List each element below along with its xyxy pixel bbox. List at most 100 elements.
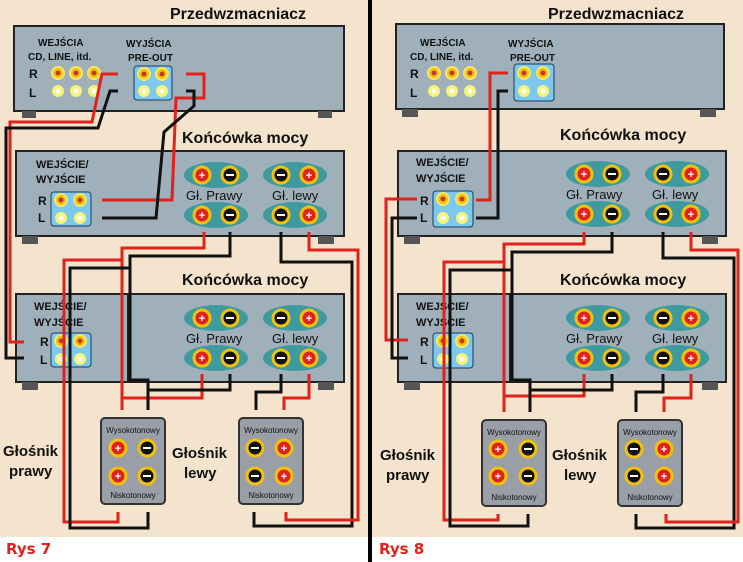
preamp-title: Przedwzmacniacz xyxy=(170,6,306,23)
outputs-label: WYJŚCIA xyxy=(126,37,172,50)
svg-text:+: + xyxy=(115,443,121,455)
minus-terminal-icon xyxy=(602,308,622,328)
power-amp-1: Końcówka mocy WEJŚCIE/ WYJŚCIE R L + + +… xyxy=(397,127,727,244)
r-label: R xyxy=(420,194,429,208)
plus-terminal-icon: + xyxy=(192,308,212,328)
black-cable xyxy=(128,232,232,410)
svg-text:+: + xyxy=(306,353,312,365)
minus-terminal-icon xyxy=(245,466,265,486)
svg-text:+: + xyxy=(281,443,287,455)
svg-text:+: + xyxy=(306,170,312,182)
plus-terminal-icon: + xyxy=(299,308,319,328)
plus-terminal-icon: + xyxy=(488,439,508,459)
amp2-io-sublabel: WYJŚCIE xyxy=(34,316,84,329)
right-speaker-terminal-label: Gł. Prawy xyxy=(566,331,623,346)
amp2-io-label: WEJŚCIE/ xyxy=(416,300,469,313)
minus-terminal-icon xyxy=(653,164,673,184)
cables xyxy=(384,71,740,530)
red-cable xyxy=(120,374,204,410)
left-speaker-terminal-label: Gł. lewy xyxy=(272,331,319,346)
r-label: R xyxy=(38,194,47,208)
minus-terminal-icon xyxy=(624,466,644,486)
red-cable xyxy=(662,374,693,412)
r-label: R xyxy=(420,335,429,349)
black-cable xyxy=(634,232,736,530)
amp2-title: Końcówka mocy xyxy=(560,272,686,289)
speaker-left: Wysokotonowy Niskotonowy + + xyxy=(617,419,683,507)
outputs-label: WYJŚCIA xyxy=(508,37,554,50)
plus-terminal-icon: + xyxy=(299,165,319,185)
input-jacks xyxy=(51,66,101,97)
minus-terminal-icon xyxy=(518,439,538,459)
svg-text:+: + xyxy=(661,471,667,483)
right-speaker-sublabel: prawy xyxy=(386,467,430,484)
plus-terminal-icon: + xyxy=(192,165,212,185)
speaker-left: Wysokotonowy Niskotonowy + + xyxy=(238,417,304,505)
svg-text:+: + xyxy=(495,444,501,456)
svg-text:+: + xyxy=(581,209,587,221)
tweeter-label: Wysokotonowy xyxy=(244,426,298,435)
minus-terminal-icon xyxy=(653,204,673,224)
plus-terminal-icon: + xyxy=(488,466,508,486)
amp1-title: Końcówka mocy xyxy=(560,127,686,144)
woofer-label: Niskotonowy xyxy=(110,491,155,500)
cables xyxy=(4,72,360,530)
black-cable xyxy=(528,374,614,412)
l-label: L xyxy=(420,211,427,225)
l-label: L xyxy=(29,86,36,100)
power-amp-2: Końcówka mocy WEJŚCIE/ WYJŚCIE R L + + +… xyxy=(397,272,727,390)
plus-terminal-icon: + xyxy=(274,466,294,486)
minus-terminal-icon xyxy=(271,308,291,328)
inputs-sublabel: CD, LINE, itd. xyxy=(28,52,92,63)
preamp: Przedwzmacniacz WEJŚCIA CD, LINE, itd. W… xyxy=(395,6,725,117)
red-cable xyxy=(284,232,360,522)
svg-text:+: + xyxy=(661,444,667,456)
plus-terminal-icon: + xyxy=(108,466,128,486)
plus-terminal-icon: + xyxy=(681,348,701,368)
amp1-io-sublabel: WYJŚCIE xyxy=(416,172,466,185)
minus-terminal-icon xyxy=(220,348,240,368)
plus-terminal-icon: + xyxy=(574,204,594,224)
svg-text:+: + xyxy=(688,353,694,365)
amp1-io-label: WEJŚCIE/ xyxy=(416,156,469,169)
left-speaker-sublabel: lewy xyxy=(184,465,217,482)
svg-text:+: + xyxy=(199,210,205,222)
preamp: Przedwzmacniacz WEJŚCIA CD, LINE, itd. W… xyxy=(13,6,345,118)
caption-rys-7: Rys 7 xyxy=(6,540,52,558)
svg-text:+: + xyxy=(688,313,694,325)
tweeter-label: Wysokotonowy xyxy=(106,426,160,435)
tweeter-label: Wysokotonowy xyxy=(487,428,541,437)
left-speaker-terminal-label: Gł. lewy xyxy=(652,331,699,346)
black-cable xyxy=(448,268,530,528)
plus-terminal-icon: + xyxy=(574,164,594,184)
svg-text:+: + xyxy=(581,353,587,365)
inputs-sublabel: CD, LINE, itd. xyxy=(410,52,474,63)
plus-terminal-icon: + xyxy=(192,205,212,225)
minus-terminal-icon xyxy=(653,348,673,368)
red-cable xyxy=(282,374,311,410)
right-speaker-label: Głośnik xyxy=(380,447,436,464)
left-speaker-label: Głośnik xyxy=(172,445,228,462)
minus-terminal-icon xyxy=(220,308,240,328)
inputs-label: WEJŚCIA xyxy=(38,36,84,49)
plus-terminal-icon: + xyxy=(274,438,294,458)
woofer-label: Niskotonowy xyxy=(491,493,536,502)
svg-text:+: + xyxy=(199,170,205,182)
speaker-right: Wysokotonowy Niskotonowy + + xyxy=(100,417,166,505)
red-cable xyxy=(8,72,118,344)
plus-terminal-icon: + xyxy=(192,348,212,368)
amp1-title: Końcówka mocy xyxy=(182,130,308,147)
red-cable xyxy=(62,258,122,524)
plus-terminal-icon: + xyxy=(299,348,319,368)
black-cable xyxy=(510,232,614,410)
plus-terminal-icon: + xyxy=(654,439,674,459)
amp2-title: Końcówka mocy xyxy=(182,272,308,289)
outputs-sublabel: PRE-OUT xyxy=(510,53,555,64)
figure-rys-8: Przedwzmacniacz WEJŚCIA CD, LINE, itd. W… xyxy=(372,0,743,537)
minus-terminal-icon xyxy=(220,165,240,185)
minus-terminal-icon xyxy=(220,205,240,225)
black-cable xyxy=(390,216,417,360)
svg-text:+: + xyxy=(688,209,694,221)
red-cable xyxy=(476,71,508,202)
plus-terminal-icon: + xyxy=(681,308,701,328)
